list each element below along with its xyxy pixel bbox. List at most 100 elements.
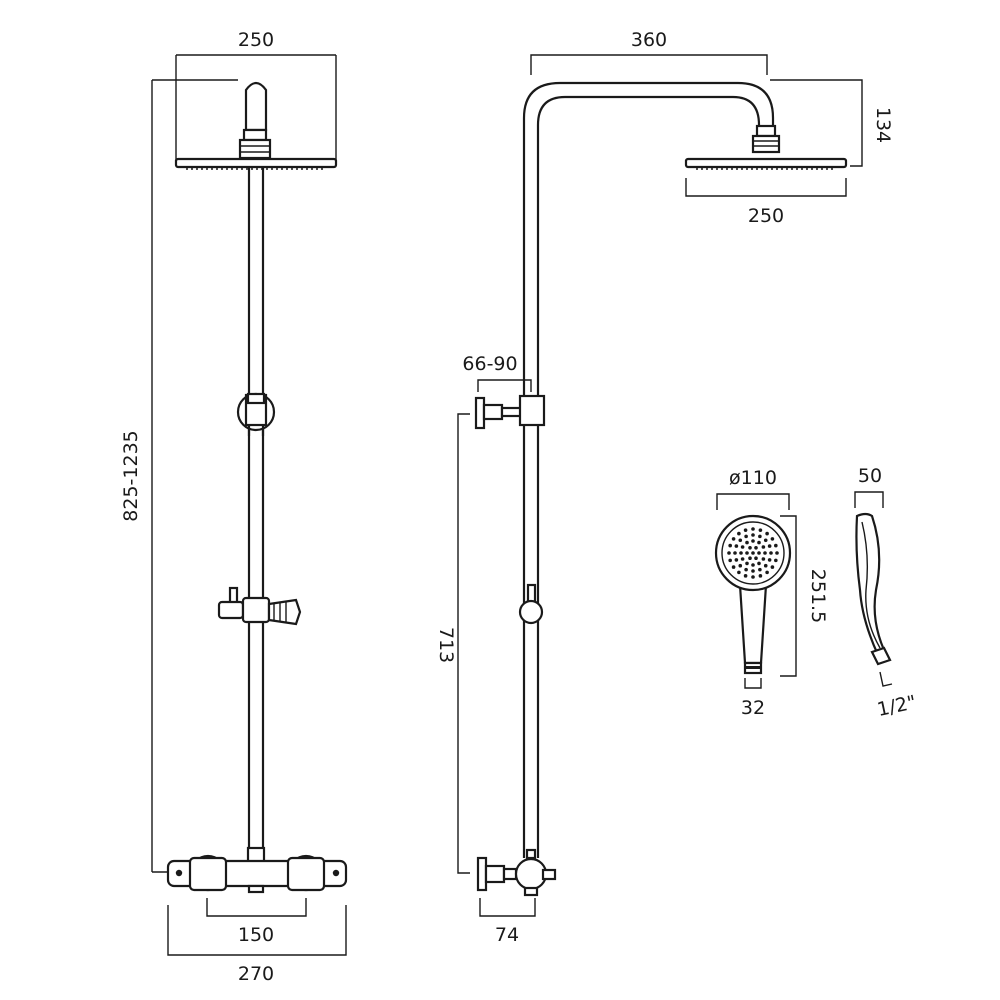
nozzle-dot [737,531,741,536]
nozzle-dot [770,537,775,541]
nozzle-dot [758,574,763,578]
front-body-width-label: 270 [238,963,274,985]
nozzle-dot [737,570,741,575]
nozzle-dot [754,546,758,550]
handset-side-depth-dimension: 50 [854,465,884,508]
front-thermostatic-valve [166,846,348,894]
handset-diameter-label: ø110 [729,467,777,489]
side-head-height-dimension: 134 [770,79,894,167]
side-head-width-dimension: 250 [685,178,847,227]
nozzle-dot [775,551,779,555]
front-height-dimension: 825-1235 [120,79,238,873]
nozzle-dot [751,551,755,555]
front-head-width-label: 250 [238,29,274,51]
side-arm-projection-dimension: 360 [530,29,768,75]
front-centres-label: 150 [238,924,274,946]
nozzle-dot [740,545,745,549]
side-shower-head [684,124,848,170]
handset-length-dimension: 251.5 [780,515,829,677]
front-shower-head [174,81,338,170]
front-head-width-dimension: 250 [175,29,337,160]
side-bracket-depth-label: 66-90 [462,353,517,375]
handset-side-view: 50 1/2" [854,465,918,721]
handset-neck-label: 32 [741,697,765,719]
nozzle-dot [744,534,748,539]
handset-thread-dimension: 1/2" [875,671,918,721]
front-wall-bracket [236,392,276,436]
nozzle-dot [734,558,739,562]
nozzle-dot [745,540,749,545]
nozzle-dot [731,537,736,541]
nozzle-dot [743,574,748,578]
nozzle-dot [754,556,758,560]
nozzle-dot [734,544,739,548]
nozzle-dot [765,531,769,536]
nozzle-dot [751,563,755,567]
nozzle-dot [751,527,755,531]
nozzle-dot [774,543,778,548]
nozzle-dot [761,545,766,549]
side-bracket-depth-dimension: 66-90 [462,353,532,392]
nozzle-dot [751,569,755,573]
nozzle-dot [765,570,769,575]
nozzle-dot [738,538,743,543]
nozzle-dot [767,544,772,548]
front-centres-dimension: 150 [206,898,307,946]
nozzle-dot [761,557,766,561]
nozzle-dot [731,565,736,569]
side-slider-holder [518,583,544,625]
handset-length-label: 251.5 [807,569,829,623]
front-height-label: 825-1235 [120,430,142,521]
nozzle-dot [758,534,762,539]
nozzle-dot [748,546,752,550]
nozzle-dot [758,567,762,572]
handset-nozzle-pattern [727,527,779,579]
handset-diameter-dimension: ø110 [716,467,790,510]
nozzle-dot [743,528,748,532]
nozzle-dot [738,563,743,568]
nozzle-dot [763,538,768,543]
front-view: 250 825-1235 [120,29,348,985]
nozzle-dot [745,551,749,555]
side-valve-depth-label: 74 [495,924,519,946]
front-body-width-dimension: 270 [167,905,347,985]
nozzle-dot [728,558,732,563]
side-valve-height-label: 713 [435,627,457,663]
nozzle-dot [727,551,731,555]
nozzle-dot [748,556,752,560]
nozzle-dot [751,575,755,579]
nozzle-dot [739,551,743,555]
side-head-width-label: 250 [748,205,784,227]
front-riser-pipe [247,167,265,848]
side-arm-projection-label: 360 [631,29,667,51]
nozzle-dot [763,563,768,568]
nozzle-dot [757,540,761,545]
nozzle-dot [751,533,755,537]
nozzle-dot [757,561,761,566]
front-slider-holder [217,586,302,626]
nozzle-dot [770,565,775,569]
nozzle-dot [774,558,778,563]
side-valve-height-dimension: 713 [435,413,470,874]
handset-thread-label: 1/2" [875,691,918,721]
side-view: 360 134 250 66-90 [435,29,894,946]
nozzle-dot [745,561,749,566]
nozzle-dot [751,539,755,543]
nozzle-dot [733,551,737,555]
side-head-height-label: 134 [872,107,894,143]
nozzle-dot [757,551,761,555]
nozzle-dot [758,528,763,532]
side-wall-bracket [474,394,546,430]
nozzle-dot [767,558,772,562]
side-valve-depth-dimension: 74 [479,898,536,946]
handset-neck-dimension: 32 [741,678,765,719]
nozzle-dot [744,567,748,572]
nozzle-dot [728,543,732,548]
side-riser-and-arm [522,81,775,858]
nozzle-dot [763,551,767,555]
handset-side-depth-label: 50 [858,465,882,487]
nozzle-dot [769,551,773,555]
side-thermostatic-valve [476,848,557,897]
handset-front-view: ø110 251.5 32 [714,467,829,719]
